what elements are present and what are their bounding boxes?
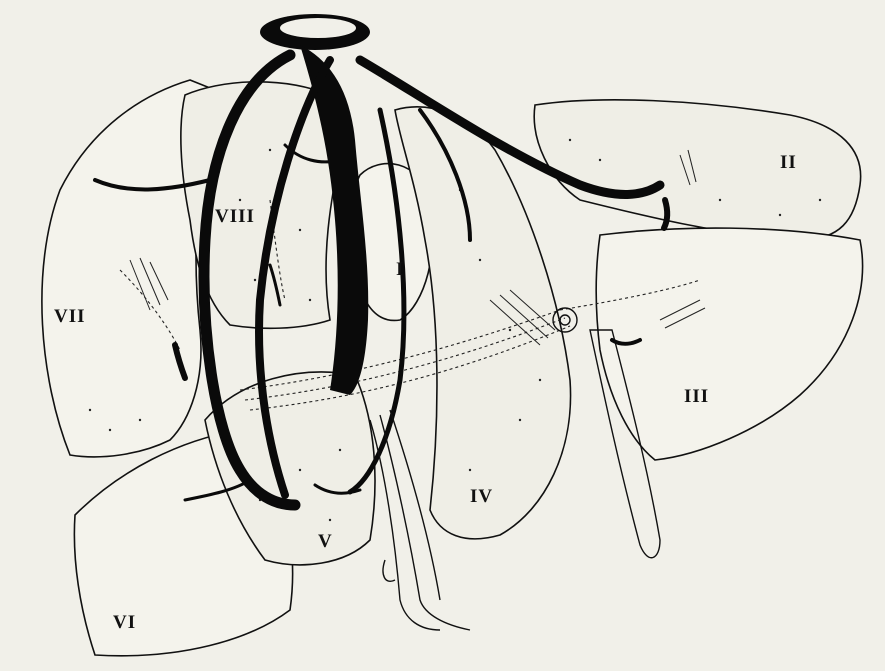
segment-vi-label: VI bbox=[113, 612, 136, 633]
segment-v-label: V bbox=[318, 531, 333, 552]
segment-ii-label: II bbox=[780, 152, 797, 173]
ivc-lumen bbox=[280, 18, 356, 38]
segment-viii-label: VIII bbox=[215, 206, 255, 227]
segment-i-label: I bbox=[396, 259, 404, 280]
segment-vii-label: VII bbox=[54, 306, 86, 327]
segment-iii-label: III bbox=[684, 386, 709, 407]
segment-ii-outline bbox=[534, 100, 860, 240]
segment-iv-label: IV bbox=[470, 486, 493, 507]
